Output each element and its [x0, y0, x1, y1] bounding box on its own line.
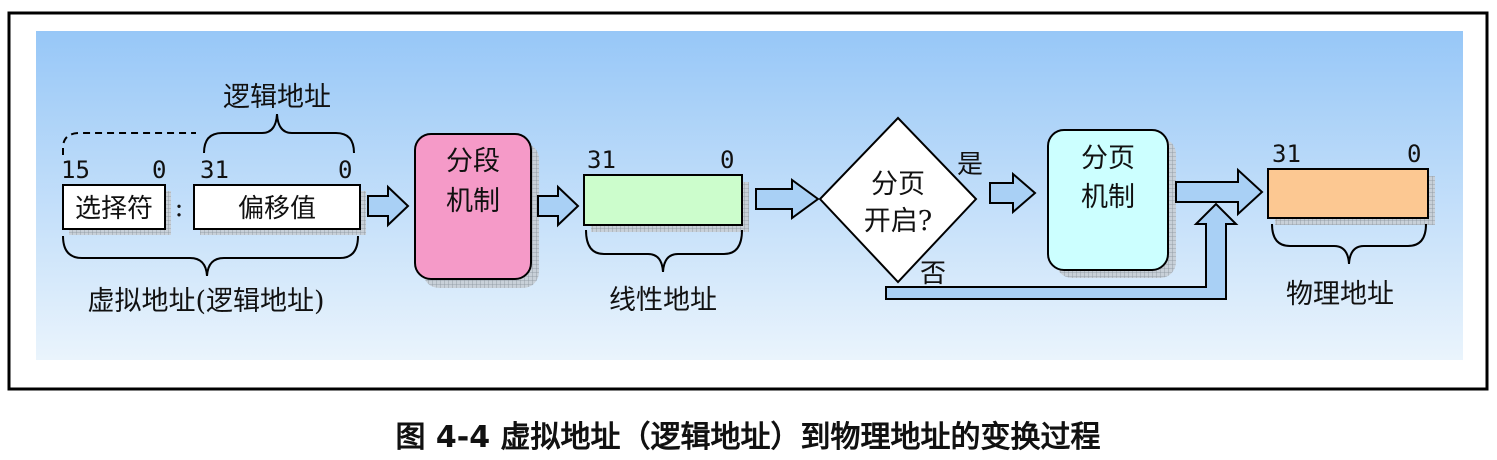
arrow-to-decision	[755, 178, 820, 220]
offset-top-brace	[203, 113, 355, 154]
arrow-to-paging	[989, 171, 1037, 215]
paging-line2: 机制	[1081, 182, 1135, 213]
decision-no-label: 否	[920, 259, 946, 289]
linear-box	[583, 174, 743, 226]
offset-bit-high: 31	[200, 156, 229, 184]
selector-label: 选择符	[75, 194, 153, 224]
physical-bit-low: 0	[1407, 140, 1421, 168]
arrow-to-segmentation	[367, 184, 410, 228]
decision-line1: 分页	[871, 169, 925, 200]
offset-box	[193, 184, 361, 230]
logical-address-label: 逻辑地址	[223, 82, 331, 113]
segmentation-line1: 分段	[446, 146, 500, 177]
linear-bit-low: 0	[720, 146, 734, 174]
address-colon: :	[175, 193, 184, 223]
paging-line1: 分页	[1081, 143, 1135, 174]
virtual-address-brace	[62, 235, 359, 277]
selector-box	[62, 184, 166, 230]
linear-address-brace	[585, 229, 743, 273]
paging-enabled-decision	[818, 116, 978, 284]
physical-address-brace	[1271, 223, 1427, 265]
segmentation-line2: 机制	[446, 186, 500, 217]
paging-box	[1047, 129, 1169, 271]
physical-box	[1267, 168, 1429, 219]
physical-address-label: 物理地址	[1286, 279, 1394, 310]
selector-bit-high: 15	[61, 156, 90, 184]
virtual-address-label: 虚拟地址(逻辑地址)	[87, 286, 324, 317]
selector-bit-low: 0	[152, 156, 166, 184]
linear-address-label: 线性地址	[609, 285, 717, 316]
arrow-to-linear	[537, 184, 580, 228]
decision-yes-label: 是	[957, 150, 983, 180]
physical-bit-high: 31	[1272, 140, 1301, 168]
arrow-to-physical	[1175, 167, 1264, 217]
offset-label: 偏移值	[238, 194, 316, 224]
segmentation-box	[414, 133, 532, 280]
bypass-arrow-no	[885, 202, 1239, 300]
offset-bit-low: 0	[338, 156, 352, 184]
decision-line2: 开启?	[864, 206, 932, 237]
linear-bit-high: 31	[587, 146, 616, 174]
figure-caption: 图 4-4 虚拟地址（逻辑地址）到物理地址的变换过程	[395, 420, 1100, 455]
